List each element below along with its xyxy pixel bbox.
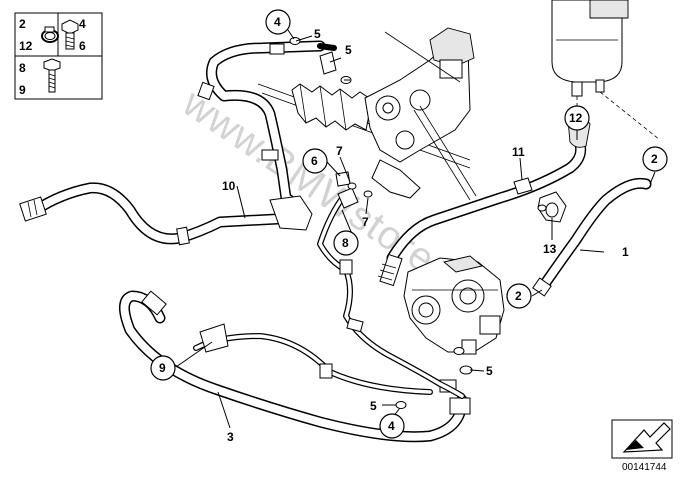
svg-text:7: 7 [362, 215, 369, 229]
callouts: 1 2 2 3 4 4 5 5 5 5 [150, 9, 668, 444]
callout-7a: 7 [336, 144, 343, 158]
legend-label-4: 4 [79, 17, 86, 31]
callout-4b: 4 [379, 413, 405, 439]
legend-label-8: 8 [19, 61, 26, 75]
svg-text:2: 2 [515, 289, 522, 303]
svg-text:8: 8 [342, 236, 349, 250]
callout-6: 6 [302, 148, 328, 174]
reservoir-icon [551, 0, 661, 141]
svg-text:11: 11 [512, 145, 525, 159]
legend-label-6: 6 [79, 39, 86, 53]
callout-12: 12 [564, 105, 590, 131]
callout-1: 1 [622, 245, 629, 259]
leader-lines [175, 29, 656, 429]
svg-text:3: 3 [227, 430, 234, 444]
svg-text:9: 9 [159, 361, 166, 375]
steering-gear-icon [257, 27, 477, 201]
hose-10 [19, 40, 337, 246]
callout-3: 3 [227, 430, 234, 444]
svg-text:12: 12 [569, 111, 583, 125]
callout-5d: 5 [370, 399, 377, 413]
svg-text:5: 5 [314, 27, 321, 41]
callout-4a: 4 [265, 9, 291, 35]
callout-5c: 5 [486, 364, 493, 378]
power-steering-pump-icon [403, 255, 505, 355]
legend-label-9: 9 [19, 83, 26, 97]
document-number: 00141744 [622, 462, 667, 473]
callout-2a: 2 [642, 146, 668, 172]
legend-box: 2 12 4 6 8 9 [14, 12, 103, 100]
svg-text:5: 5 [486, 364, 493, 378]
banjo-bolt-icon [61, 19, 79, 50]
screw-icon [43, 58, 61, 93]
svg-text:4: 4 [388, 419, 395, 433]
pipe-assembly [193, 187, 465, 399]
callout-11: 11 [512, 145, 525, 159]
svg-text:5: 5 [345, 43, 352, 57]
svg-text:5: 5 [370, 399, 377, 413]
callout-8: 8 [333, 230, 359, 256]
legend-label-12: 12 [19, 39, 33, 53]
arrow-direction-icon [611, 419, 673, 459]
svg-text:4: 4 [274, 15, 281, 29]
callout-5a: 5 [314, 27, 321, 41]
callout-10: 10 [222, 179, 236, 193]
callout-2b: 2 [506, 283, 532, 309]
hose-3 [119, 290, 471, 443]
legend-label-2: 2 [19, 17, 26, 31]
callout-13: 13 [543, 242, 557, 256]
svg-text:7: 7 [336, 144, 343, 158]
svg-text:10: 10 [222, 179, 236, 193]
hose-clamp-icon [41, 26, 59, 43]
callout-5b: 5 [345, 43, 352, 57]
callout-9: 9 [150, 355, 176, 381]
svg-text:1: 1 [622, 245, 629, 259]
svg-text:2: 2 [651, 152, 658, 166]
svg-text:6: 6 [311, 154, 318, 168]
callout-7b: 7 [362, 215, 369, 229]
svg-text:13: 13 [543, 242, 557, 256]
